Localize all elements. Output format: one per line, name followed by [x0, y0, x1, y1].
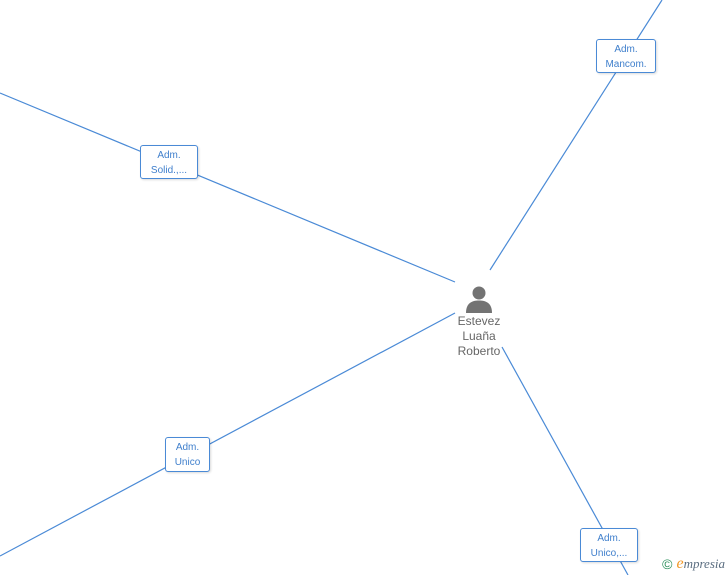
role-line2: Unico — [174, 457, 201, 468]
role-line1: Adm. — [157, 150, 181, 161]
role-box-bottom-right[interactable]: Adm. Unico,... — [580, 528, 638, 562]
brand-initial: e — [676, 555, 684, 572]
role-line2: Unico,... — [590, 548, 628, 559]
role-line1: Adm. — [597, 533, 621, 544]
center-person-node[interactable]: Estevez Luaña Roberto — [444, 284, 514, 359]
brand-rest: mpresia — [683, 556, 725, 571]
role-box-top-right[interactable]: Adm. Mancom. — [596, 39, 656, 73]
person-icon — [466, 286, 492, 313]
edge-upper-left — [0, 92, 456, 283]
role-line2: Solid.,... — [150, 165, 188, 176]
role-line2: Mancom. — [605, 59, 647, 70]
role-box-upper-left[interactable]: Adm. Solid.,... — [140, 145, 198, 179]
person-name-line-2: Luaña — [462, 329, 496, 343]
person-name-line-1: Estevez — [457, 314, 501, 328]
brand-logo[interactable]: empresia — [676, 555, 725, 573]
role-line1: Adm. — [175, 442, 200, 453]
role-box-lower-left[interactable]: Adm. Unico — [165, 437, 210, 472]
role-line1: Adm. — [614, 44, 638, 55]
copyright-icon: © — [662, 556, 673, 572]
person-name-line-3: Roberto — [457, 344, 501, 358]
edge-lower-left — [0, 312, 456, 557]
footer-brand: © empresia — [662, 555, 725, 573]
